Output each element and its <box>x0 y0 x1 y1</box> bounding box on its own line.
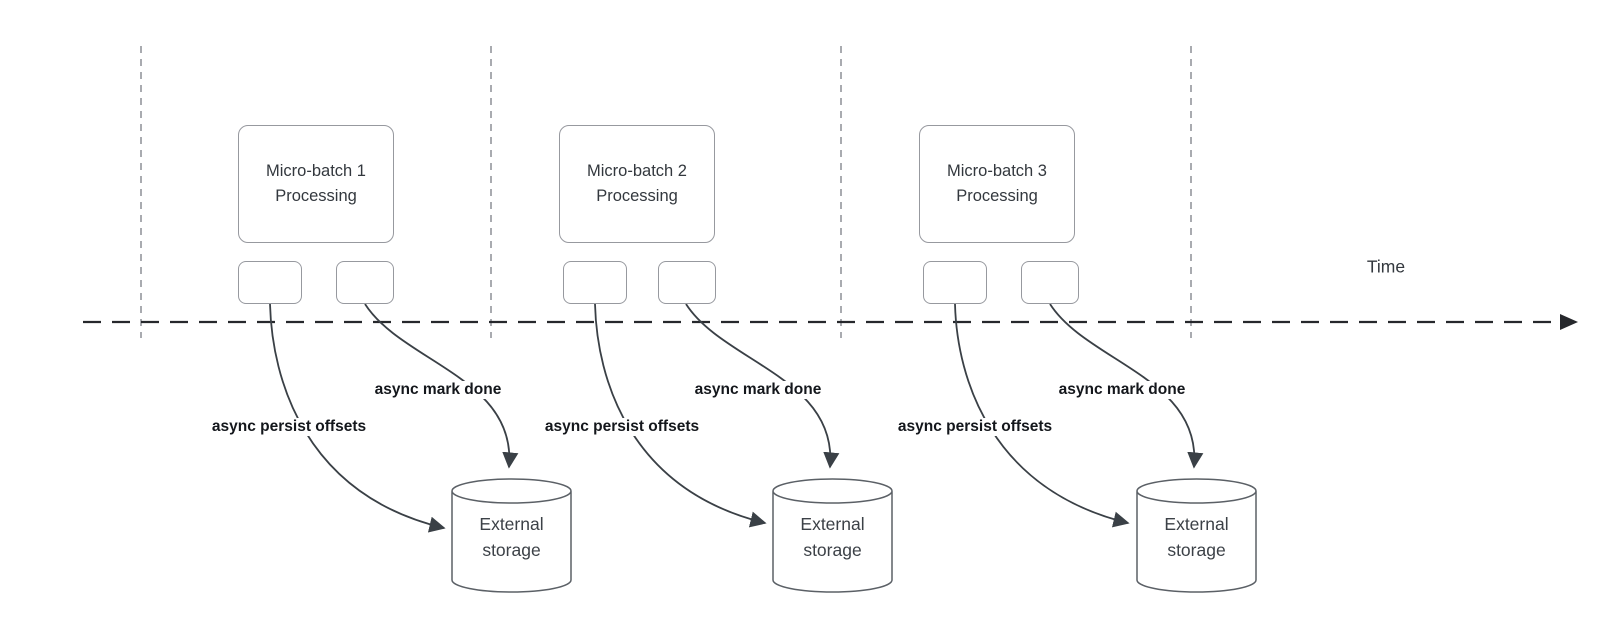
mark-done-arrow <box>1049 303 1204 469</box>
external-storage-cylinder <box>1136 478 1257 593</box>
micro-batch-1-processing-box: Micro-batch 1 Processing <box>238 125 394 243</box>
mark-done-arrow <box>685 303 840 469</box>
micro-batch-2-processing-box: Micro-batch 2 Processing <box>559 125 715 243</box>
external-storage-line1: External <box>800 514 865 534</box>
external-storage-line2: storage <box>803 540 862 561</box>
persist-offsets-task-box <box>238 261 302 304</box>
mark-done-task-box <box>1021 261 1079 304</box>
timeline-arrowhead <box>1560 314 1578 330</box>
external-storage-label: External storage <box>773 511 892 564</box>
external-storage-cylinder <box>451 478 572 593</box>
persist-offsets-task-box <box>563 261 627 304</box>
persist-offsets-arrow <box>594 303 767 528</box>
persist-offsets-label: async persist offsets <box>208 418 370 436</box>
external-storage-label: External storage <box>452 511 571 564</box>
external-storage-line1: External <box>479 514 544 534</box>
micro-batch-title-line2: Processing <box>275 187 357 205</box>
mark-done-task-box <box>336 261 394 304</box>
mark-done-label: async mark done <box>691 381 825 399</box>
external-storage-line2: storage <box>1167 540 1226 561</box>
mark-done-task-box <box>658 261 716 304</box>
time-axis-label: Time <box>1366 256 1406 277</box>
micro-batch-title-line2: Processing <box>956 187 1038 205</box>
micro-batch-title-line1: Micro-batch 3 <box>947 162 1047 181</box>
micro-batch-3-processing-box: Micro-batch 3 Processing <box>919 125 1075 243</box>
micro-batch-title-line1: Micro-batch 1 <box>266 162 366 181</box>
mark-done-label: async mark done <box>371 381 505 399</box>
external-storage-cylinder <box>772 478 893 593</box>
persist-offsets-label: async persist offsets <box>541 418 703 436</box>
micro-batch-title-line1: Micro-batch 2 <box>587 162 687 181</box>
external-storage-line2: storage <box>482 540 541 561</box>
micro-batch-title-line2: Processing <box>596 187 678 205</box>
persist-offsets-task-box <box>923 261 987 304</box>
external-storage-line1: External <box>1164 514 1229 534</box>
mark-done-arrow <box>364 303 519 469</box>
external-storage-label: External storage <box>1137 511 1256 564</box>
mark-done-label: async mark done <box>1055 381 1189 399</box>
persist-offsets-label: async persist offsets <box>894 418 1056 436</box>
persist-offsets-arrow <box>954 303 1130 528</box>
persist-offsets-arrow <box>269 303 446 533</box>
